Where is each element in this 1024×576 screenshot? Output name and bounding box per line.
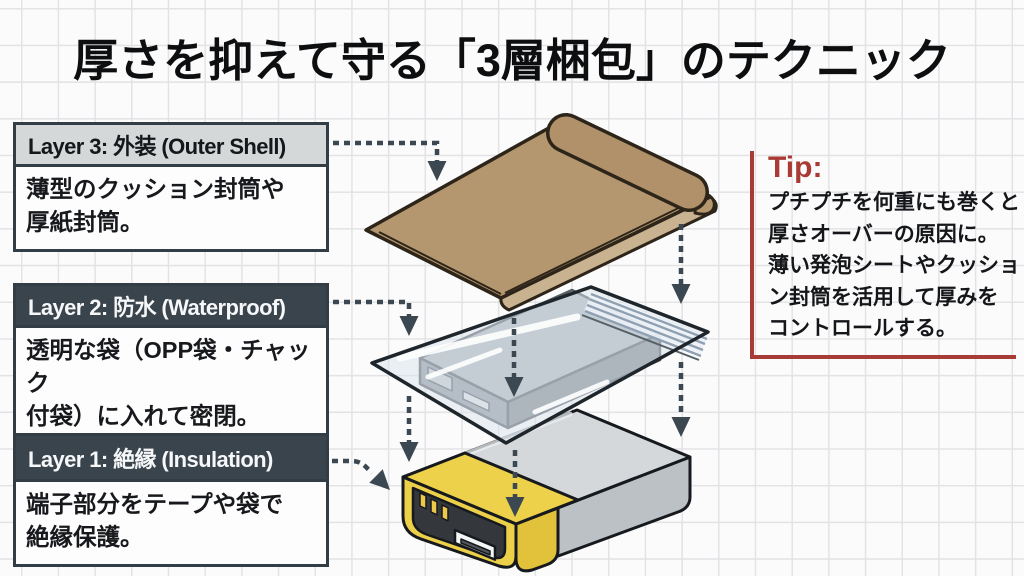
layer3-header: Layer 3: 外装 (Outer Shell) xyxy=(16,125,326,167)
power-bank-icon xyxy=(401,408,692,573)
dashed-arrows xyxy=(332,140,691,517)
usb-port-icon xyxy=(453,528,497,561)
arrow-envelope-to-bag-right-icon xyxy=(671,224,691,304)
page-title: 厚さを抑えて守る「3層梱包」のテクニック xyxy=(73,35,951,86)
zip-seal-icon xyxy=(584,292,708,358)
arrow-bag-to-powerbank-left-icon xyxy=(399,396,419,462)
zip-bag-icon xyxy=(370,285,710,445)
led-indicators-icon xyxy=(419,492,449,522)
tip-callout: Tip: プチプチを何重にも巻くと 厚さオーバーの原因に。 薄い発泡シートやクッ… xyxy=(750,151,1020,359)
layer3-description: 薄型のクッション封筒や 厚紙封筒。 xyxy=(26,176,285,235)
plastic-glare-icon xyxy=(396,313,610,415)
kraft-envelope-icon xyxy=(364,113,718,312)
layer1-description: 端子部分をテープや袋で 絶縁保護。 xyxy=(26,491,284,550)
tip-label: Tip: xyxy=(768,151,823,184)
tip-body: プチプチを何重にも巻くと 厚さオーバーの原因に。 薄い発泡シートやクッショ ン封… xyxy=(768,191,1020,341)
layer2-header: Layer 2: 防水 (Waterproof) xyxy=(16,286,326,328)
arrow-layer1-to-powerbank-icon xyxy=(332,458,390,490)
layer1-header: Layer 1: 絶縁 (Insulation) xyxy=(16,436,326,482)
layer3-outer-shell-box: Layer 3: 外装 (Outer Shell) 薄型のクッション封筒や 厚紙… xyxy=(13,122,329,252)
arrow-layer3-to-envelope-icon xyxy=(333,140,447,181)
arrow-into-bag-center-icon xyxy=(504,318,524,397)
layer1-insulation-box: Layer 1: 絶縁 (Insulation) 端子部分をテープや袋で 絶縁保… xyxy=(13,433,329,567)
arrow-bag-to-powerbank-right-icon xyxy=(671,362,691,437)
arrow-bag-to-powerbank-center-icon xyxy=(505,450,525,517)
layer2-description: 透明な袋（OPP袋・チャック 付袋）に入れて密閉。 xyxy=(26,337,311,429)
layer2-waterproof-box: Layer 2: 防水 (Waterproof) 透明な袋（OPP袋・チャック … xyxy=(13,283,329,446)
arrow-layer2-to-bag-icon xyxy=(333,299,419,336)
